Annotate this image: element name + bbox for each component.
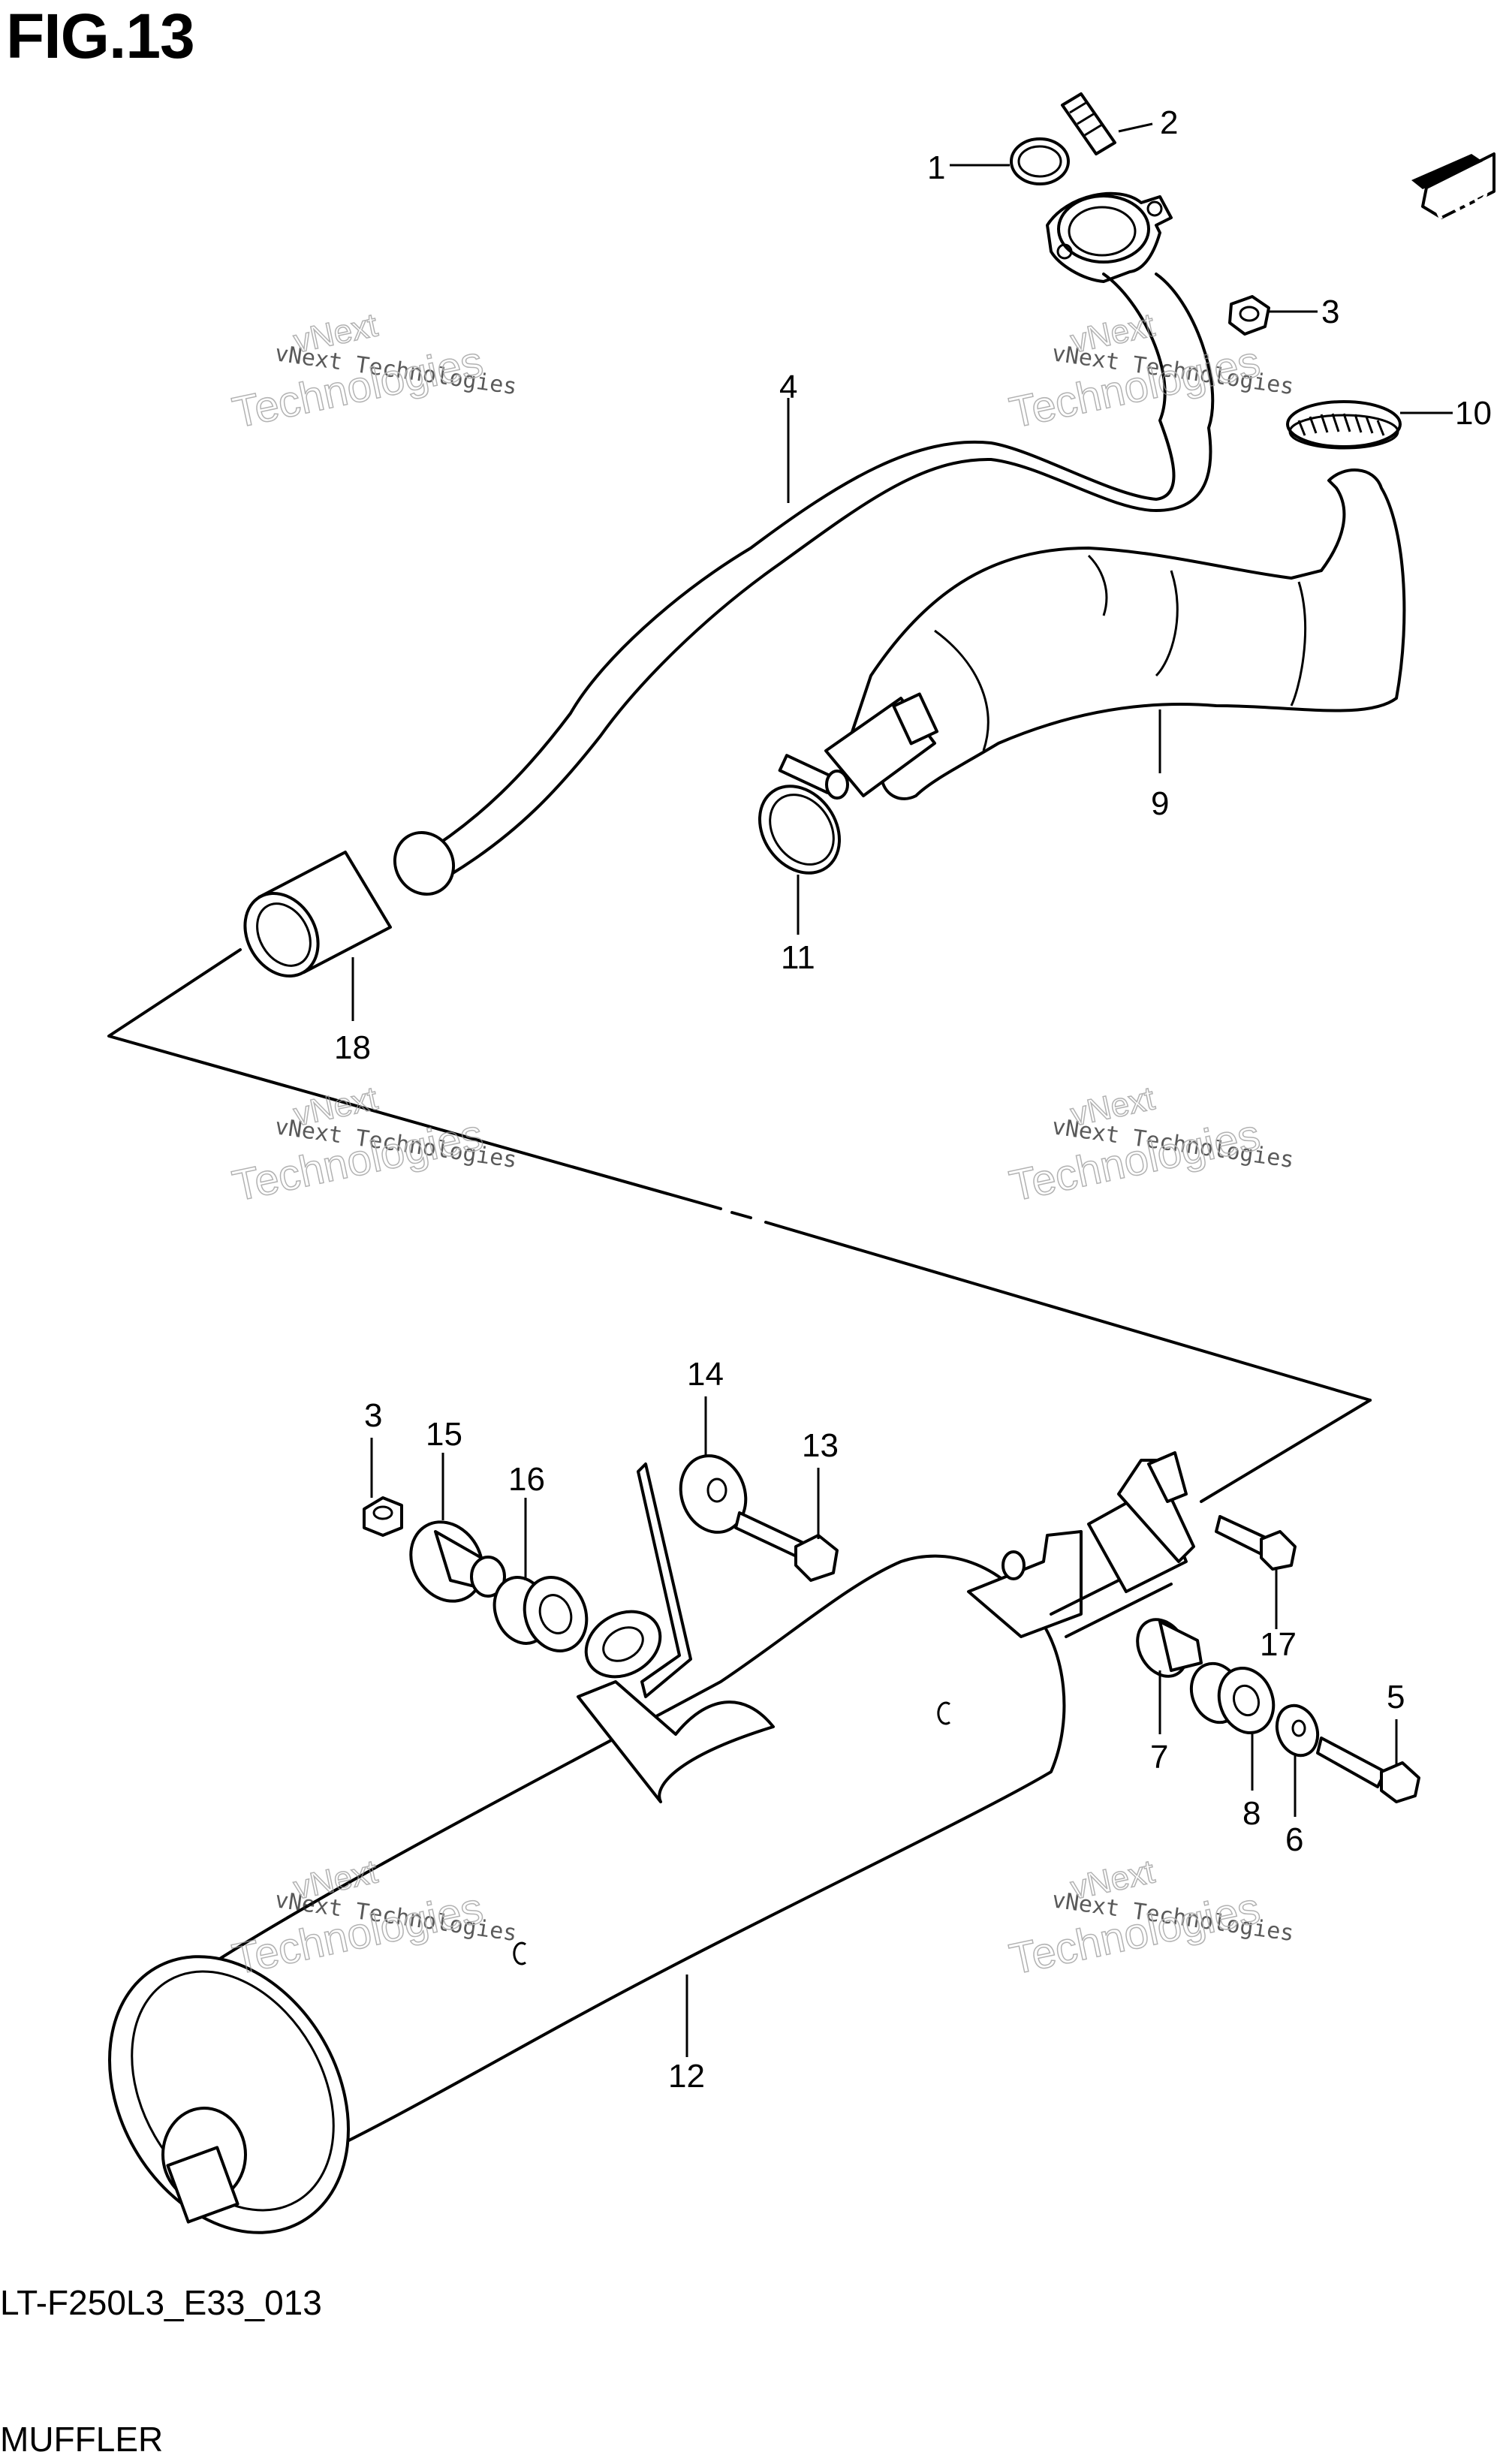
- watermark-outline-small: vNext: [1068, 1853, 1158, 1906]
- muffler-inlet-joint: [1087, 1451, 1195, 1593]
- exhaust-pipe-part: [393, 191, 1215, 896]
- nut-part-top: [1228, 295, 1270, 336]
- callout-9: 9: [1151, 785, 1169, 822]
- bolt-part-17: [1215, 1515, 1297, 1571]
- connection-line: [107, 948, 1372, 1503]
- leader-lines: [351, 122, 1453, 2057]
- callout-11: 11: [781, 939, 815, 976]
- gasket-ring-part: [1010, 137, 1070, 185]
- diagram-code: LT-F250L3_E33_013: [0, 2283, 322, 2322]
- washer-part-14: [679, 1454, 748, 1534]
- callout-8: 8: [1242, 1795, 1261, 1832]
- clamp-band-part: [1286, 400, 1402, 450]
- callout-numbers: 1 2 3 10 4 9 11 18 14 3 15 16 13 17 5 7 …: [334, 104, 1492, 2095]
- watermark-outline-small: vNext: [291, 1080, 381, 1133]
- pipe-sleeve-part: [243, 851, 392, 978]
- grommet-part: [492, 1576, 589, 1652]
- collar-part-7: [1136, 1618, 1203, 1678]
- callout-3-top: 3: [1321, 294, 1339, 330]
- callout-13: 13: [802, 1427, 839, 1464]
- callout-12: 12: [668, 2058, 705, 2095]
- callout-4: 4: [779, 369, 797, 405]
- nut-part-bottom: [363, 1496, 403, 1537]
- callout-15: 15: [426, 1416, 462, 1453]
- callout-3-bottom: 3: [364, 1397, 382, 1434]
- callout-16: 16: [508, 1461, 545, 1498]
- diagram-name: MUFFLER: [0, 2420, 164, 2459]
- callout-7: 7: [1150, 1739, 1168, 1776]
- callout-6: 6: [1285, 1821, 1303, 1858]
- mounting-bracket: [584, 1462, 692, 1698]
- callout-14: 14: [687, 1356, 724, 1393]
- callout-18: 18: [334, 1029, 371, 1066]
- watermark-outline-small: vNext: [1068, 306, 1158, 360]
- fwd-direction-badge: FWD: [1411, 152, 1495, 226]
- exhaust-collector-part: [824, 468, 1406, 800]
- collar-part: [409, 1520, 506, 1603]
- callout-5: 5: [1387, 1679, 1405, 1715]
- watermark-outline-small: vNext: [291, 306, 381, 360]
- figure-title: FIG.13: [6, 1, 195, 71]
- callout-1: 1: [927, 149, 945, 186]
- stud-part: [1061, 92, 1116, 155]
- bolt-part-13: [734, 1511, 839, 1582]
- washer-part-6: [1275, 1703, 1320, 1758]
- callout-10: 10: [1455, 395, 1492, 432]
- callout-2: 2: [1160, 104, 1178, 141]
- bolt-part-5: [1316, 1737, 1420, 1803]
- watermark-outline-small: vNext: [1068, 1080, 1158, 1133]
- hose-clamp-part: [758, 754, 849, 875]
- muffler-part: [108, 1530, 1173, 2234]
- grommet-part-8: [1189, 1661, 1276, 1735]
- callout-17: 17: [1260, 1626, 1297, 1663]
